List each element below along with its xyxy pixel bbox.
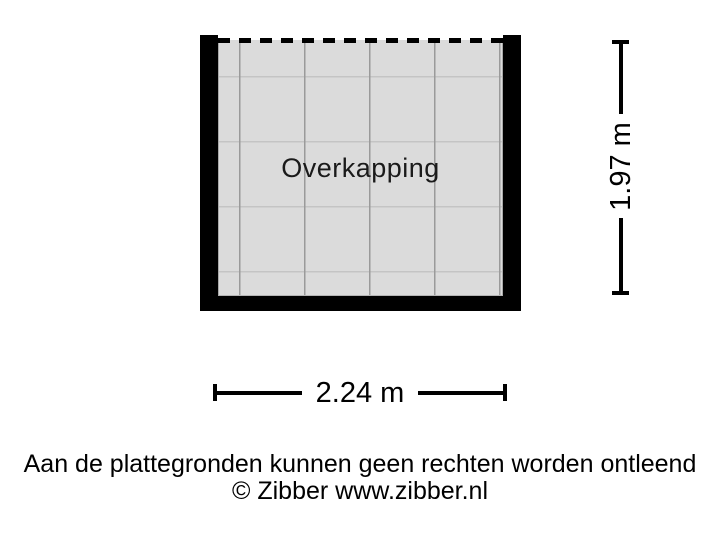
disclaimer-text: Aan de plattegronden kunnen geen rechten… [23, 450, 697, 478]
open-edge-dashed-line [218, 38, 503, 43]
height-dimension-cap-bottom [612, 291, 629, 295]
width-dimension-label: 2.24 m [302, 376, 418, 411]
room-label-container: Overkapping [218, 40, 503, 296]
height-dimension-label: 1.97 m [601, 114, 641, 218]
copyright-text: © Zibber www.zibber.nl [231, 477, 489, 505]
height-dimension-value: 1.97 m [604, 121, 637, 211]
bottom-wall [200, 296, 521, 311]
width-dimension-value: 2.24 m [315, 377, 405, 409]
left-wall [200, 35, 218, 311]
floor-grid [218, 40, 503, 296]
room-label: Overkapping [281, 152, 440, 183]
width-dimension-cap-left [213, 384, 217, 401]
width-dimension-cap-right [503, 384, 507, 401]
footer: Aan de plattegronden kunnen geen rechten… [0, 451, 720, 505]
height-dimension-cap-top [612, 40, 629, 44]
right-wall [503, 35, 521, 311]
